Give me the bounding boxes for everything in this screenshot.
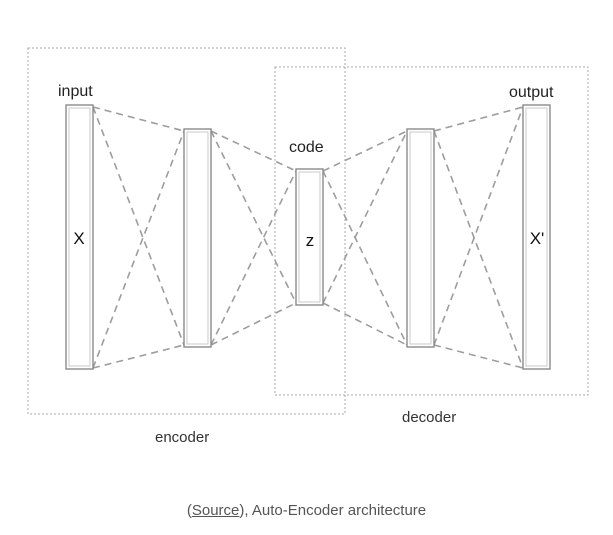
- decoder-label: decoder: [402, 409, 456, 426]
- output-variable: X': [530, 229, 545, 248]
- encoder-label: encoder: [155, 429, 209, 446]
- caption-open-paren: (: [186, 502, 192, 519]
- input-layer: [65, 104, 94, 370]
- figure-caption: (Source), Auto-Encoder architecture: [0, 502, 613, 519]
- caption-text: ), Auto-Encoder architecture: [239, 502, 427, 519]
- input-variable: X: [73, 229, 84, 248]
- source-link[interactable]: Source: [191, 502, 240, 519]
- connections-input-to-hidden: [92, 106, 185, 369]
- encoder-box: [27, 47, 346, 415]
- code-variable: z: [306, 231, 315, 250]
- code-layer: [295, 168, 324, 306]
- decoder-box: [274, 66, 589, 396]
- decoder-hidden-layer: [406, 128, 435, 348]
- connections-hidden-to-code: [210, 130, 297, 346]
- connections-hidden-to-output: [433, 106, 524, 369]
- output-label: output: [509, 84, 554, 101]
- connections-code-to-hidden: [322, 130, 408, 346]
- code-label: code: [289, 139, 324, 156]
- autoencoder-diagram: X z X' input output code encoder decoder: [27, 47, 589, 446]
- output-layer: [522, 104, 551, 370]
- input-label: input: [58, 83, 93, 100]
- encoder-hidden-layer: [183, 128, 212, 348]
